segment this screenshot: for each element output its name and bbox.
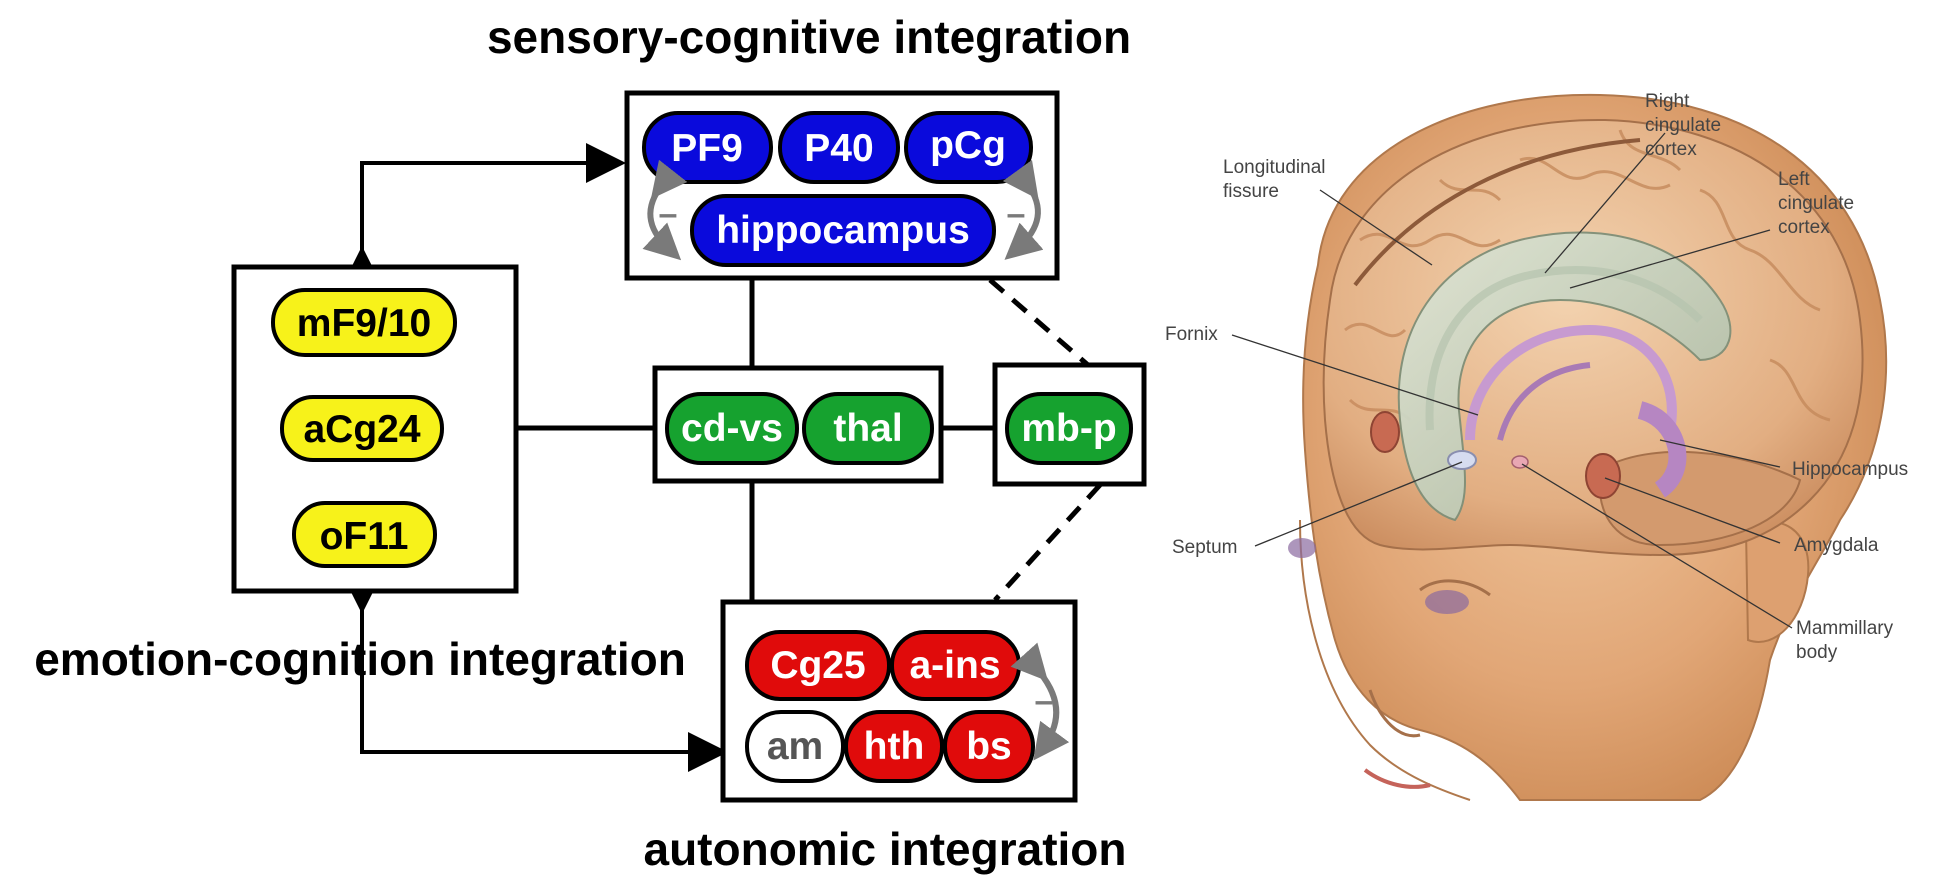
svg-text:oF11: oF11: [320, 515, 409, 558]
pill-bs: bs: [943, 710, 1035, 783]
label-mammillary-body: Mammillary body: [1796, 618, 1898, 663]
title-sensory-cognitive: sensory-cognitive integration: [487, 11, 1131, 63]
pill-mf910: mF9/10: [271, 288, 457, 357]
pill-of11: oF11: [292, 501, 437, 568]
svg-text:mb-p: mb-p: [1021, 407, 1116, 450]
svg-text:pCg: pCg: [930, 124, 1006, 167]
pill-ains: a-ins: [890, 630, 1021, 701]
pill-pcg: pCg: [904, 111, 1033, 184]
svg-text:–: –: [1035, 682, 1054, 720]
svg-text:aCg24: aCg24: [303, 408, 420, 451]
svg-text:Cg25: Cg25: [770, 644, 865, 687]
pill-am: am: [745, 710, 845, 783]
pill-thal: thal: [802, 392, 934, 465]
svg-text:bs: bs: [966, 725, 1012, 768]
pill-p40: P40: [778, 111, 900, 184]
svg-text:–: –: [659, 195, 678, 233]
svg-text:thal: thal: [833, 407, 902, 450]
pill-hippocampus: hippocampus: [690, 194, 996, 267]
svg-text:–: –: [1007, 195, 1026, 233]
svg-text:P40: P40: [804, 127, 873, 170]
label-left-cingulate-cortex: Left cingulate cortex: [1778, 169, 1859, 238]
label-septum: Septum: [1172, 537, 1237, 558]
pill-hth: hth: [844, 710, 944, 783]
svg-text:a-ins: a-ins: [909, 644, 1000, 687]
svg-text:PF9: PF9: [671, 127, 743, 170]
svg-text:hippocampus: hippocampus: [716, 209, 970, 252]
label-leader-lines: [1231, 132, 1793, 629]
pill-cg25: Cg25: [745, 630, 891, 701]
pill-pf9: PF9: [642, 111, 773, 184]
label-amygdala: Amygdala: [1794, 535, 1879, 556]
pill-mbp: mb-p: [1005, 392, 1133, 465]
inhibitory-arrow-right-top: –: [1002, 159, 1044, 260]
inhibitory-arrow-left-top: –: [642, 159, 688, 261]
pill-acg24: aCg24: [280, 395, 444, 462]
label-right-cingulate-cortex: Right cingulate cortex: [1645, 91, 1726, 160]
inhibitory-arrow-bottom: –: [1010, 642, 1070, 761]
connections: [518, 278, 1102, 602]
title-autonomic: autonomic integration: [644, 823, 1127, 875]
svg-text:mF9/10: mF9/10: [297, 302, 431, 345]
svg-text:cd-vs: cd-vs: [681, 407, 783, 450]
label-longitudinal-fissure: Longitudinal fissure: [1223, 157, 1331, 202]
svg-text:am: am: [767, 725, 823, 768]
brain-illustration: [1288, 93, 1888, 801]
label-fornix: Fornix: [1165, 324, 1218, 345]
svg-text:hth: hth: [864, 725, 925, 768]
pill-cdvs: cd-vs: [665, 392, 799, 465]
feedback-arrows: [342, 143, 728, 772]
label-hippocampus: Hippocampus: [1792, 459, 1908, 480]
